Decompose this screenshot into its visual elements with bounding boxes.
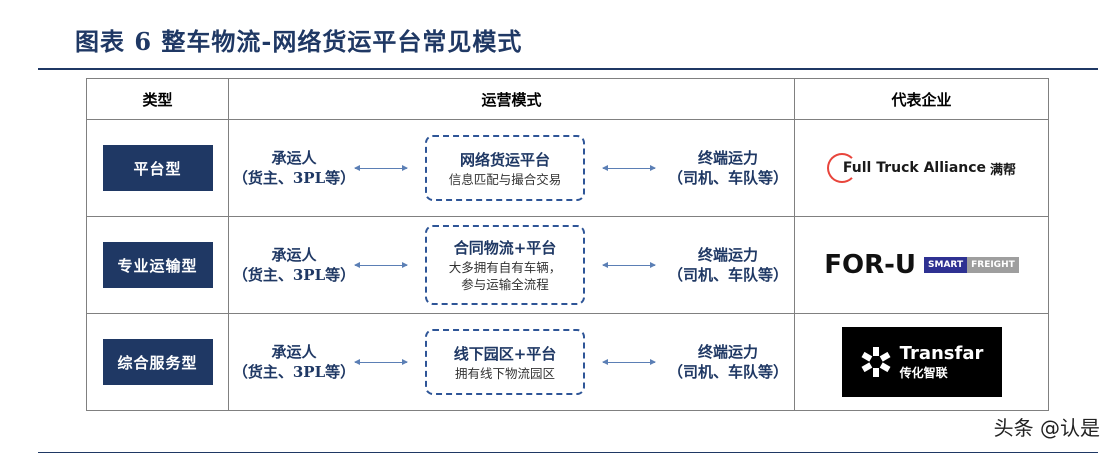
foru-freight-label: FREIGHT [967, 257, 1019, 273]
type-label: 平台型 [102, 145, 213, 191]
type-cell: 专业运输型 [86, 216, 229, 314]
transfar-cn: 传化智联 [899, 366, 948, 380]
table-row: 专业运输型 承运人 （货主、3PL等） 合同物流+平台 大多拥有自有车辆， 参与… [86, 216, 1049, 314]
platform-box: 线下园区+平台 拥有线下物流园区 [425, 329, 585, 395]
double-arrow-icon [354, 359, 408, 365]
figure-title: 图表 6 整车物流-网络货运平台常见模式 [75, 27, 523, 56]
platform-title: 线下园区+平台 [453, 344, 557, 363]
mode-table: 类型 运营模式 代表企业 平台型 承运人 （货主、3PL等） 网络货运平台 信息… [86, 78, 1049, 411]
party-detail: （货主、3PL等） [232, 169, 356, 187]
capacity-party: 终端运力 （司机、车队等） [663, 120, 793, 216]
double-arrow-icon [602, 165, 656, 171]
platform-box: 合同物流+平台 大多拥有自有车辆， 参与运输全流程 [425, 225, 585, 305]
header-mode: 运营模式 [228, 78, 795, 120]
party-detail: （货主、3PL等） [232, 266, 356, 284]
table-row: 平台型 承运人 （货主、3PL等） 网络货运平台 信息匹配与撮合交易 终端运力 … [86, 119, 1049, 217]
party-title: 终端运力 [697, 343, 758, 361]
platform-title: 网络货运平台 [459, 150, 550, 169]
party-detail: （司机、车队等） [667, 169, 788, 187]
party-title: 承运人 [271, 343, 317, 361]
header-company: 代表企业 [794, 78, 1049, 120]
party-detail: （货主、3PL等） [232, 363, 356, 381]
mode-cell: 承运人 （货主、3PL等） 网络货运平台 信息匹配与撮合交易 终端运力 （司机、… [228, 119, 795, 217]
platform-desc: 大多拥有自有车辆， [448, 260, 562, 275]
double-arrow-icon [602, 359, 656, 365]
bottom-rule [38, 452, 1098, 453]
type-label: 专业运输型 [102, 242, 213, 288]
party-detail: （司机、车队等） [667, 363, 788, 381]
mode-flow: 承运人 （货主、3PL等） 合同物流+平台 大多拥有自有车辆， 参与运输全流程 … [229, 217, 793, 313]
double-arrow-icon [602, 262, 656, 268]
foru-logo-word: FOR-U [824, 250, 917, 280]
company-cell: Transfar 传化智联 [794, 313, 1049, 411]
foru-logo-tag: SMART FREIGHT [924, 257, 1019, 273]
table-header-row: 类型 运营模式 代表企业 [86, 78, 1049, 120]
company-cell: Full Truck Alliance 满帮 [794, 119, 1049, 217]
platform-desc: 拥有线下物流园区 [454, 365, 555, 381]
mode-cell: 承运人 （货主、3PL等） 线下园区+平台 拥有线下物流园区 终端运力 （司机、… [228, 313, 795, 411]
transfar-logo: Transfar 传化智联 [841, 327, 1002, 397]
type-cell: 平台型 [86, 119, 229, 217]
platform-desc: 参与运输全流程 [461, 277, 549, 292]
top-rule [38, 68, 1098, 70]
fta-mark-icon [826, 153, 857, 183]
double-arrow-icon [354, 165, 408, 171]
platform-box: 网络货运平台 信息匹配与撮合交易 [425, 135, 585, 201]
type-label: 综合服务型 [102, 339, 213, 385]
capacity-party: 终端运力 （司机、车队等） [663, 314, 793, 410]
party-title: 承运人 [271, 246, 317, 264]
foru-smart-label: SMART [924, 257, 968, 273]
mode-flow: 承运人 （货主、3PL等） 网络货运平台 信息匹配与撮合交易 终端运力 （司机、… [229, 120, 793, 216]
carrier-party: 承运人 （货主、3PL等） [229, 314, 359, 410]
table-row: 综合服务型 承运人 （货主、3PL等） 线下园区+平台 拥有线下物流园区 终端运… [86, 313, 1049, 411]
carrier-party: 承运人 （货主、3PL等） [229, 120, 359, 216]
platform-title: 合同物流+平台 [453, 239, 557, 257]
header-type: 类型 [86, 78, 229, 120]
party-detail: （司机、车队等） [667, 266, 788, 284]
for-u-logo: FOR-U SMART FREIGHT [795, 250, 1048, 280]
transfar-text: Transfar 传化智联 [900, 343, 984, 381]
capacity-party: 终端运力 （司机、车队等） [663, 217, 793, 313]
type-cell: 综合服务型 [86, 313, 229, 411]
full-truck-alliance-logo: Full Truck Alliance 满帮 [795, 153, 1048, 183]
watermark: 头条 @认是 [993, 416, 1100, 440]
party-title: 终端运力 [697, 149, 758, 167]
party-title: 承运人 [271, 149, 317, 167]
party-title: 终端运力 [697, 246, 758, 264]
double-arrow-icon [354, 262, 408, 268]
mode-cell: 承运人 （货主、3PL等） 合同物流+平台 大多拥有自有车辆， 参与运输全流程 … [228, 216, 795, 314]
fta-logo-text: Full Truck Alliance [842, 160, 987, 176]
carrier-party: 承运人 （货主、3PL等） [229, 217, 359, 313]
mode-flow: 承运人 （货主、3PL等） 线下园区+平台 拥有线下物流园区 终端运力 （司机、… [229, 314, 793, 410]
fta-logo-cn: 满帮 [990, 162, 1017, 178]
transfar-en: Transfar [899, 343, 984, 364]
company-cell: FOR-U SMART FREIGHT [794, 216, 1049, 314]
transfar-mark-icon [861, 347, 891, 377]
platform-desc: 信息匹配与撮合交易 [448, 171, 562, 187]
